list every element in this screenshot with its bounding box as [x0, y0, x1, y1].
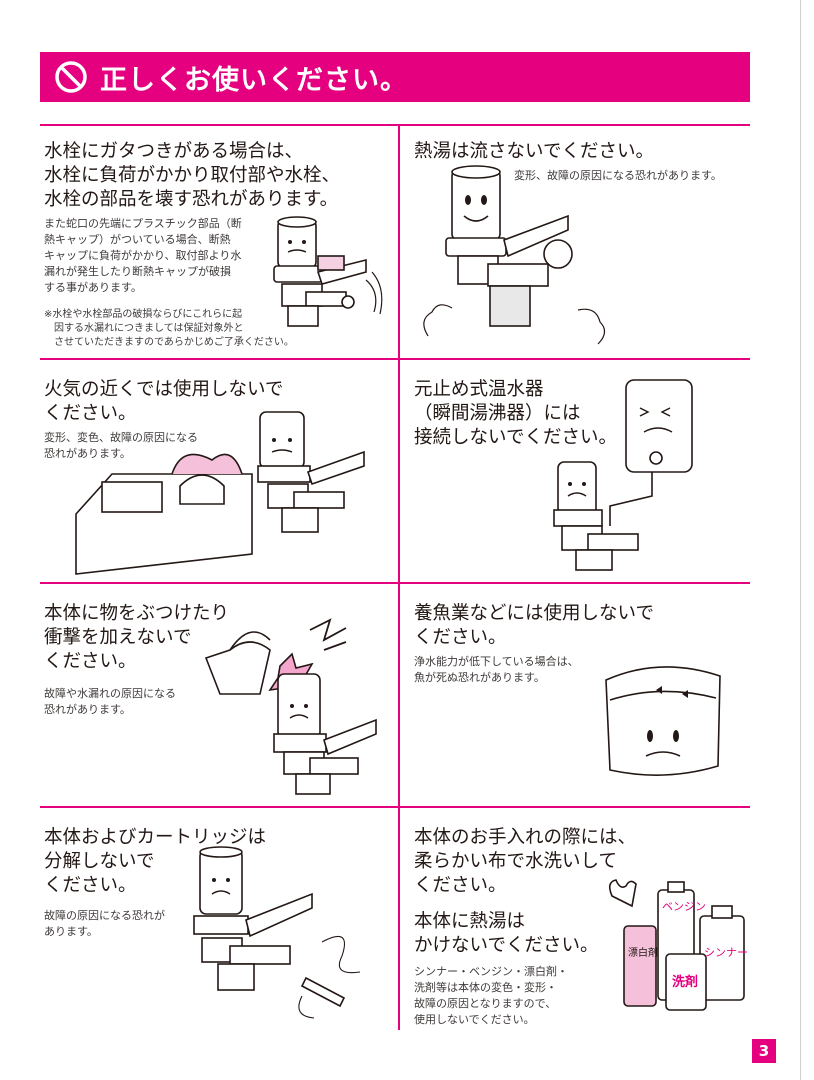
page-number: 3: [752, 1039, 776, 1063]
divider-vertical-4: [398, 808, 400, 1030]
note-line: 故障や水漏れの原因になる: [44, 687, 176, 700]
note-line: させていただきますのであらかじめご了承ください。: [44, 337, 294, 348]
section4-heading: 元止め式温水器 （瞬間湯沸器）には 接続しないでください。: [414, 378, 617, 450]
heading-line: ください。: [44, 403, 137, 424]
section8-subheading: 本体に熱湯は かけないでください。: [414, 910, 598, 958]
heading-line: 水栓に負荷がかかり取付部や水栓、: [44, 165, 341, 186]
note-line: 浄水能力が低下している場合は、: [414, 655, 579, 668]
water-heater-illustration: [553, 379, 693, 571]
benzine-label: ベンジン: [662, 900, 706, 913]
thinner-label: シンナー: [704, 946, 748, 959]
disassembly-illustration: [193, 846, 361, 1019]
note-line: シンナー・ベンジン・漂白剤・: [414, 965, 568, 978]
cleaning-bottles-illustration: ベンジン シンナー 漂白剤 洗剤: [608, 879, 748, 1011]
note-line: あります。: [44, 925, 98, 938]
divider-vertical-2: [398, 360, 400, 582]
heading-line: 水栓にガタつきがある場合は、: [44, 141, 304, 162]
heading-line: 分解しないで: [44, 851, 155, 872]
heading-line: 接続しないでください。: [414, 427, 617, 448]
note-line: 恐れがあります。: [44, 703, 131, 716]
stove-fire-illustration: [75, 411, 365, 575]
note-line: 恐れがあります。: [44, 447, 131, 460]
banner-title: 正しくお使いください。: [100, 64, 408, 96]
note-line: 漏れが発生したり断熱キャップが破損: [44, 265, 231, 278]
heading-line: 養魚業などには使用しないで: [414, 603, 654, 624]
section3-heading: 火気の近くでは使用しないで ください。: [44, 378, 283, 426]
note-line: する事があります。: [44, 281, 142, 294]
heading-line: 衝撃を加えないで: [44, 627, 192, 648]
heading-line: 熱湯は流さないでください。: [414, 141, 654, 162]
section8-note: シンナー・ベンジン・漂白剤・ 洗剤等は本体の変色・変形・ 故障の原因となりますの…: [414, 964, 568, 1028]
heading-line: 本体およびカートリッジは: [44, 827, 267, 848]
note-line: 使用しないでください。: [414, 1013, 535, 1026]
section1-warranty-note: ※水栓や水栓部品の破損ならびにこれらに起 因する水漏れにつきましては保証対象外と…: [44, 308, 294, 350]
heading-line: 柔らかい布で水洗いして: [414, 851, 617, 872]
detergent-label: 洗剤: [672, 974, 698, 990]
note-line: 洗剤等は本体の変色・変形・: [414, 981, 557, 994]
heading-line: 水栓の部品を壊す恐れがあります。: [44, 189, 339, 210]
heading-line: 火気の近くでは使用しないで: [44, 379, 284, 400]
note-line: 変形、故障の原因になる恐れがあります。: [514, 169, 722, 182]
divider-vertical-3: [398, 584, 400, 806]
section5-note: 故障や水漏れの原因になる 恐れがあります。: [44, 686, 176, 718]
heading-line: 本体に熱湯は: [414, 911, 526, 932]
prohibition-icon: [55, 61, 87, 93]
heading-line: かけないでください。: [414, 935, 599, 956]
section7-heading: 本体およびカートリッジは 分解しないで ください。: [44, 826, 266, 898]
note-line: ※水栓や水栓部品の破損ならびにこれらに起: [44, 309, 243, 320]
section3-note: 変形、変色、故障の原因になる 恐れがあります。: [44, 430, 198, 462]
warning-banner: 正しくお使いください。: [40, 52, 750, 102]
fish-tank-illustration: [605, 666, 721, 776]
section6-note: 浄水能力が低下している場合は、 魚が死ぬ恐れがあります。: [414, 654, 579, 686]
divider-row2: [40, 582, 750, 584]
section1-note: また蛇口の先端にプラスチック部品（断 熱キャップ）がついている場合、断熱 キャッ…: [44, 216, 242, 296]
hot-water-faucet-illustration: [423, 165, 606, 345]
section2-note: 変形、故障の原因になる恐れがあります。: [514, 168, 722, 184]
heading-line: 本体に物をぶつけたり: [44, 603, 230, 624]
divider-row3: [40, 806, 750, 808]
section2-heading: 熱湯は流さないでください。: [414, 140, 654, 164]
note-line: 魚が死ぬ恐れがあります。: [414, 671, 545, 684]
heading-line: ください。: [44, 651, 137, 672]
heading-line: ください。: [414, 627, 507, 648]
heading-line: 元止め式温水器: [414, 379, 544, 400]
section5-heading: 本体に物をぶつけたり 衝撃を加えないで ください。: [44, 602, 229, 674]
note-line: また蛇口の先端にプラスチック部品（断: [44, 217, 242, 230]
note-line: 因する水漏れにつきましては保証対象外と: [44, 323, 244, 334]
impact-kettle-illustration: [204, 618, 377, 795]
note-line: 変形、変色、故障の原因になる: [44, 431, 198, 444]
heading-line: ください。: [44, 875, 137, 896]
note-line: 故障の原因になる恐れが: [44, 909, 165, 922]
divider-vertical-1: [398, 126, 400, 358]
section7-note: 故障の原因になる恐れが あります。: [44, 908, 165, 940]
heading-line: ください。: [414, 875, 507, 896]
page-edge-line: [800, 0, 801, 1080]
divider-top: [40, 124, 750, 126]
wobbly-faucet-illustration: [273, 216, 383, 327]
section1-heading: 水栓にガタつきがある場合は、 水栓に負荷がかかり取付部や水栓、 水栓の部品を壊す…: [44, 140, 340, 212]
heading-line: （瞬間湯沸器）には: [414, 403, 581, 424]
note-line: 故障の原因となりますので、: [414, 997, 557, 1010]
note-line: 熱キャップ）がついている場合、断熱: [44, 233, 231, 246]
divider-row1: [40, 358, 750, 360]
section6-heading: 養魚業などには使用しないで ください。: [414, 602, 654, 650]
note-line: キャップに負荷がかかり、取付部より水: [44, 249, 242, 262]
bleach-label: 漂白剤: [628, 946, 658, 959]
section8-heading: 本体のお手入れの際には、 柔らかい布で水洗いして ください。: [414, 826, 636, 898]
heading-line: 本体のお手入れの際には、: [414, 827, 637, 848]
